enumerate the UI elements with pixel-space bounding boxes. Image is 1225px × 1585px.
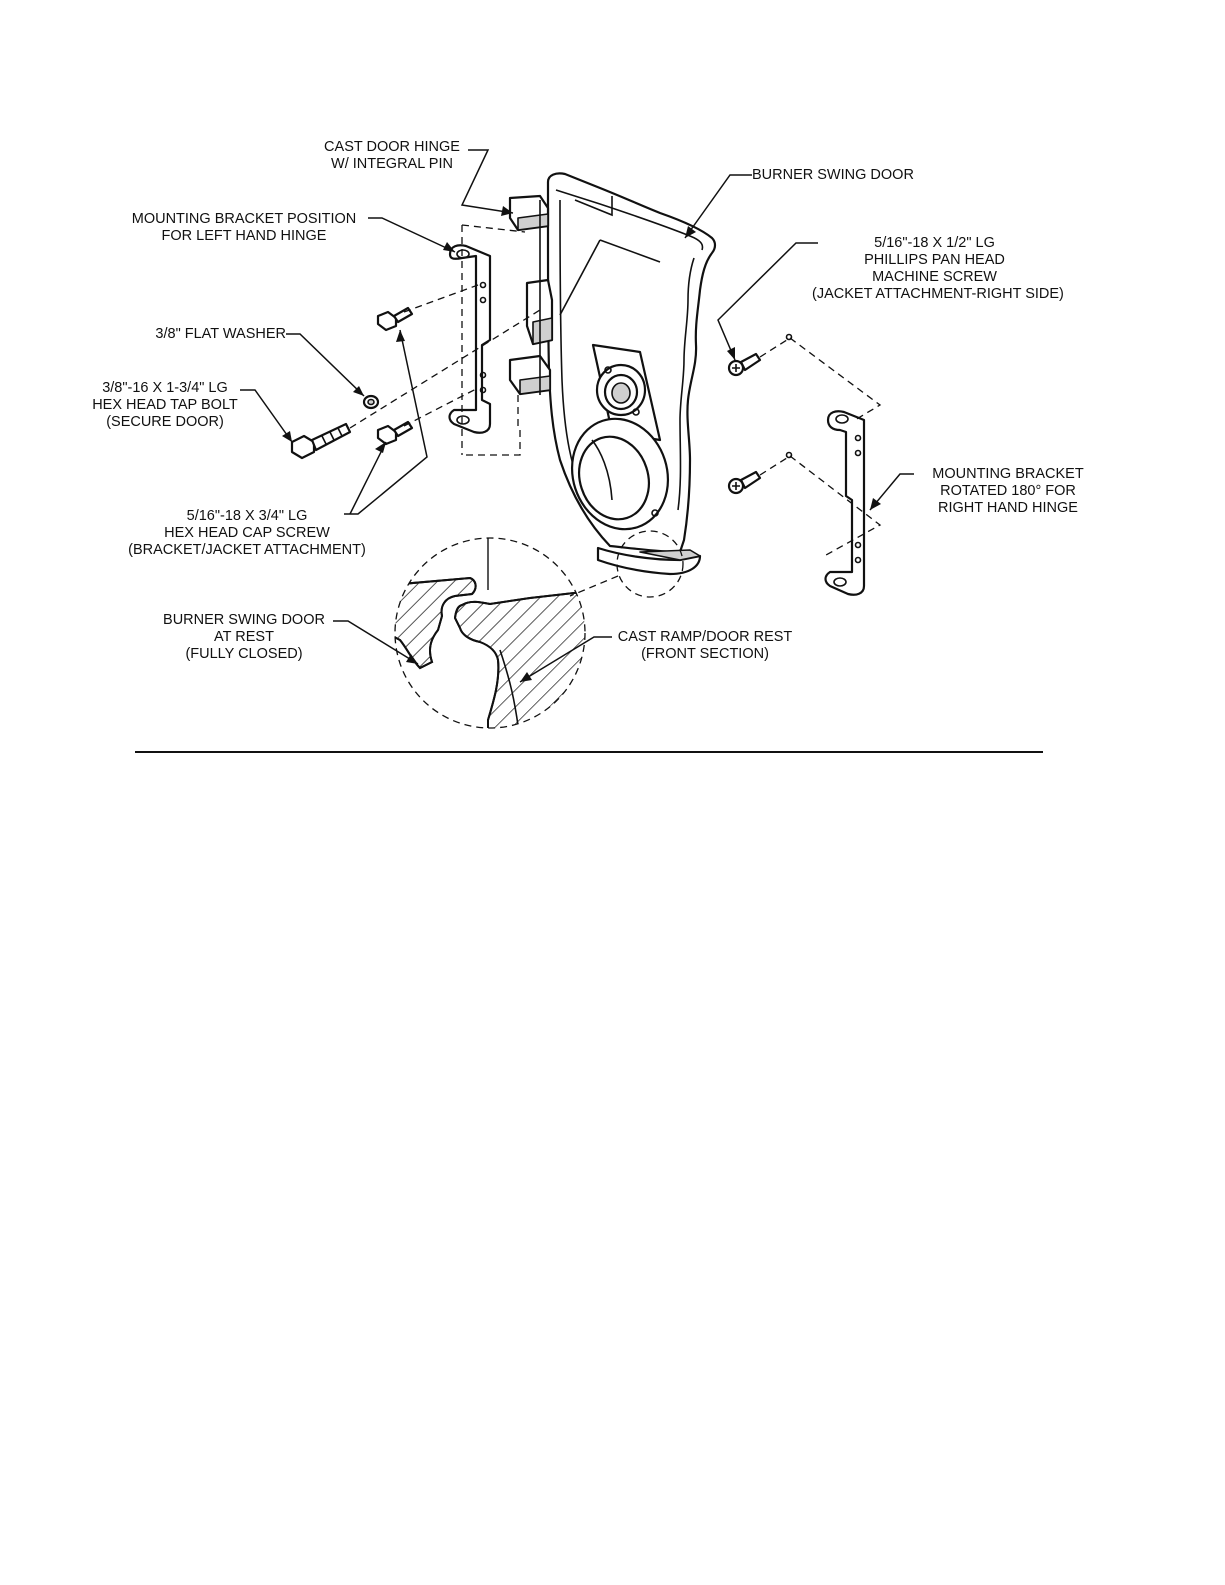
label-cast-ramp: CAST RAMP/DOOR REST (FRONT SECTION) — [617, 629, 793, 662]
hex-head-cap-screw-upper — [376, 306, 414, 332]
flat-washer — [362, 394, 380, 410]
hex-head-cap-screw-lower — [376, 420, 414, 446]
label-mounting-bracket-right: MOUNTING BRACKET ROTATED 180° FOR RIGHT … — [932, 466, 1084, 516]
detail-reference — [569, 530, 684, 598]
burner-swing-door — [546, 172, 717, 576]
label-cap-screw: 5/16"-18 X 3/4" LG HEX HEAD CAP SCREW (B… — [128, 508, 366, 558]
label-tap-bolt: 3/8"-16 X 1-3/4" LG HEX HEAD TAP BOLT (S… — [92, 380, 238, 430]
label-burner-swing-door: BURNER SWING DOOR — [752, 167, 914, 183]
label-flat-washer: 3/8" FLAT WASHER — [155, 326, 286, 342]
hex-head-tap-bolt — [290, 422, 352, 460]
mounting-bracket-left — [448, 244, 492, 434]
assembly-centerlines — [349, 224, 882, 556]
mounting-bracket-right — [824, 410, 866, 596]
phillips-machine-screw-upper — [727, 352, 762, 377]
leader-lines — [240, 149, 914, 683]
phillips-machine-screw-lower — [727, 470, 762, 495]
label-door-at-rest: BURNER SWING DOOR AT REST (FULLY CLOSED) — [163, 612, 325, 662]
section-detail — [394, 537, 586, 729]
label-mounting-bracket-left: MOUNTING BRACKET POSITION FOR LEFT HAND … — [131, 211, 357, 244]
label-machine-screw: 5/16"-18 X 1/2" LG PHILLIPS PAN HEAD MAC… — [812, 235, 1064, 302]
label-cast-door-hinge: CAST DOOR HINGE W/ INTEGRAL PIN — [324, 139, 460, 172]
cast-door-hinge — [508, 194, 554, 396]
